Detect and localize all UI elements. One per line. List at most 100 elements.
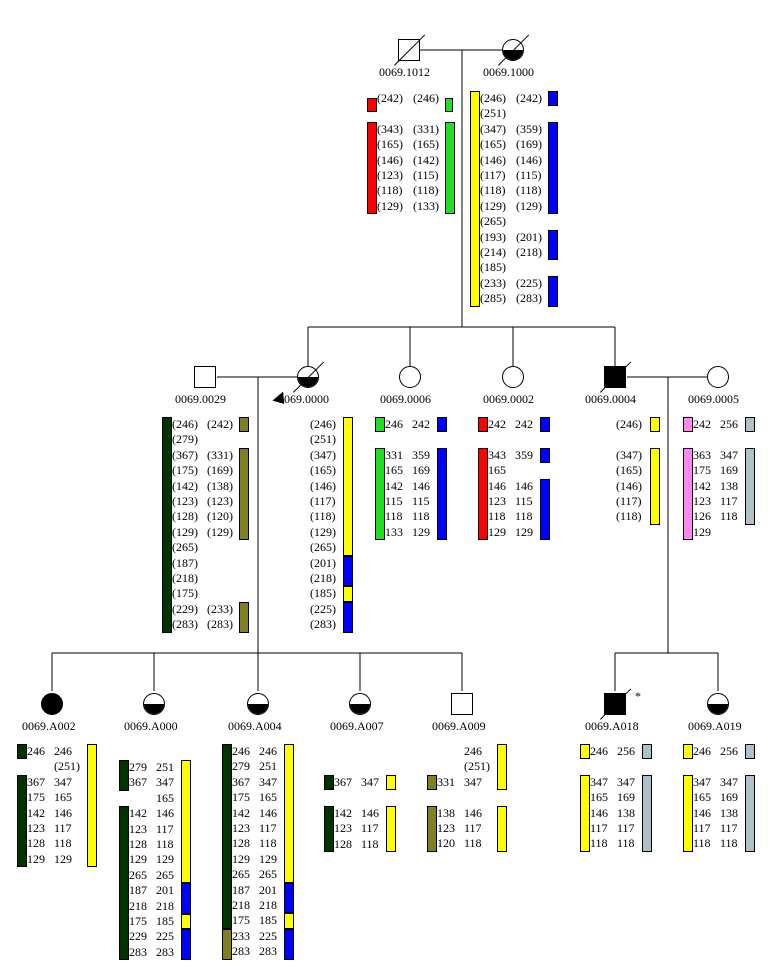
allele-value: 129 xyxy=(54,851,72,866)
female-symbol[interactable] xyxy=(349,693,371,715)
allele-value: 129 xyxy=(488,524,506,539)
allele-value: 118 xyxy=(54,836,72,851)
allele-value: (251) xyxy=(54,759,80,774)
male-symbol[interactable] xyxy=(451,693,473,715)
individual-id: 0069.A007 xyxy=(330,719,384,733)
individual-id: 0069.0000 xyxy=(278,392,329,406)
allele-value: (233) xyxy=(207,601,233,616)
allele-value: (138) xyxy=(207,478,233,493)
allele-value: 246 xyxy=(54,744,72,758)
female-symbol[interactable] xyxy=(41,693,63,715)
allele-value: 129 xyxy=(259,851,277,866)
allele-value: (218) xyxy=(172,571,198,585)
allele-value: 359 xyxy=(412,447,430,462)
allele-value: 201 xyxy=(156,883,174,898)
allele-value: (142) xyxy=(172,478,198,493)
haplotype-bar xyxy=(162,417,172,633)
allele-value: (229) xyxy=(172,601,198,616)
allele-value: (193) xyxy=(480,229,506,244)
allele-value: 265 xyxy=(259,867,277,882)
haplotype-bar xyxy=(427,774,437,791)
allele-value: (185) xyxy=(310,586,336,601)
allele-value: 146 xyxy=(156,806,174,821)
haplotype-bar xyxy=(548,121,558,215)
allele-value: 146 xyxy=(515,478,533,493)
haplotype-bar xyxy=(239,417,249,433)
haplotype-bar xyxy=(548,275,558,307)
haplotype-bar xyxy=(367,121,377,215)
allele-value: 142 xyxy=(693,478,711,493)
allele-value: 347 xyxy=(720,447,738,462)
individual-id: 0069.0029 xyxy=(175,392,226,406)
haplotype-bar xyxy=(548,229,558,261)
allele-value: 246 xyxy=(464,744,482,758)
allele-value: (265) xyxy=(310,540,336,555)
allele-value: 146 xyxy=(590,805,608,820)
allele-value: 138 xyxy=(437,805,455,820)
allele-value: (165) xyxy=(413,137,439,152)
allele-value: 169 xyxy=(412,463,430,478)
allele-value: 246 xyxy=(259,744,277,758)
haplotype-bar xyxy=(548,91,558,107)
haplotype-bar xyxy=(17,774,27,868)
allele-value: 118 xyxy=(156,837,174,851)
allele-value: 129 xyxy=(693,524,711,539)
haplotype-bar xyxy=(284,882,294,914)
haplotype-bar xyxy=(580,744,590,760)
allele-value: 128 xyxy=(232,836,250,851)
allele-value: 117 xyxy=(464,821,482,835)
allele-value: 367 xyxy=(129,775,147,790)
allele-value: 123 xyxy=(437,821,455,835)
individual-id: 0069.1000 xyxy=(483,65,534,79)
allele-value: (225) xyxy=(516,275,542,290)
allele-value: 118 xyxy=(720,509,738,524)
allele-value: 165 xyxy=(693,790,711,805)
allele-value: (133) xyxy=(413,198,439,213)
allele-value: 218 xyxy=(232,898,250,912)
allele-value: 165 xyxy=(385,463,403,478)
allele-value: 347 xyxy=(259,774,277,789)
allele-value: (118) xyxy=(413,183,439,198)
allele-value: 218 xyxy=(129,898,147,913)
allele-value: 142 xyxy=(27,805,45,820)
allele-value: (128) xyxy=(172,509,198,524)
allele-value: 283 xyxy=(156,944,174,959)
allele-value: 126 xyxy=(693,509,711,524)
female-symbol[interactable] xyxy=(143,693,165,715)
allele-value: (129) xyxy=(516,198,542,213)
allele-value: (347) xyxy=(480,121,506,136)
female-symbol[interactable] xyxy=(247,693,269,715)
allele-value: 251 xyxy=(259,759,277,774)
allele-value: (129) xyxy=(310,524,336,539)
female-symbol[interactable] xyxy=(707,693,729,715)
allele-value: (246) xyxy=(480,91,506,105)
haplotype-bar xyxy=(284,744,294,883)
allele-value: 251 xyxy=(156,760,174,774)
allele-value: 129 xyxy=(412,524,430,539)
allele-value: 117 xyxy=(693,821,711,835)
female-symbol[interactable] xyxy=(399,366,421,388)
allele-value: 265 xyxy=(156,867,174,882)
allele-value: (146) xyxy=(377,152,403,167)
female-symbol[interactable] xyxy=(502,366,524,388)
allele-value: 246 xyxy=(590,744,608,758)
allele-value: 129 xyxy=(156,852,174,867)
haplotype-bar xyxy=(375,447,385,541)
allele-value: (225) xyxy=(310,601,336,616)
allele-value: 242 xyxy=(412,417,430,431)
individual-id: 0069.A019 xyxy=(688,719,742,733)
allele-value: 246 xyxy=(385,417,403,431)
allele-value: (146) xyxy=(516,152,542,167)
haplotype-bar xyxy=(427,805,437,852)
allele-value: 256 xyxy=(720,744,738,758)
allele-value: (146) xyxy=(480,152,506,167)
allele-value: 165 xyxy=(156,790,174,805)
allele-value: 142 xyxy=(129,806,147,821)
allele-value: 175 xyxy=(693,463,711,478)
allele-value: (129) xyxy=(480,198,506,213)
allele-value: (283) xyxy=(516,291,542,306)
haplotype-bar xyxy=(745,744,755,760)
male-symbol[interactable] xyxy=(194,366,216,388)
female-symbol[interactable] xyxy=(707,366,729,388)
